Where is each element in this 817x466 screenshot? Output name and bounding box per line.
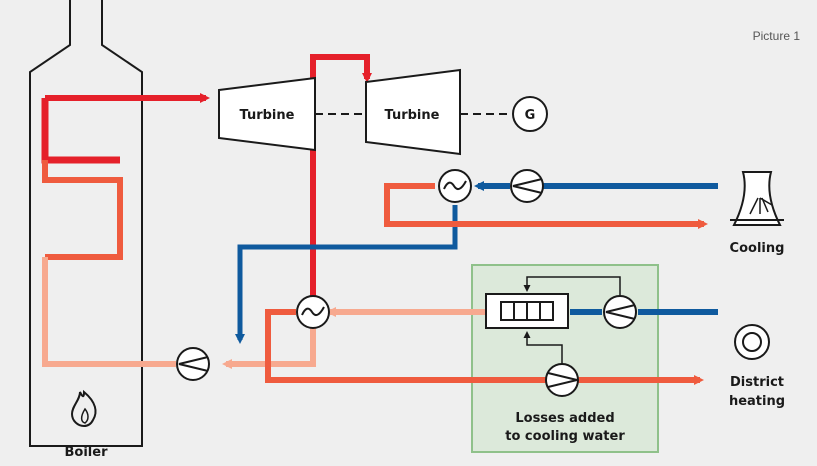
losses-label-1: Losses added xyxy=(515,411,614,426)
picture-caption: Picture 1 xyxy=(753,29,801,43)
turbine-1-label: Turbine xyxy=(240,108,295,123)
turbine-1-shape xyxy=(218,76,316,152)
condenser-hx-wave xyxy=(301,306,325,317)
district-heating-label-1: District xyxy=(730,375,784,390)
generator-icon xyxy=(512,96,548,132)
turbine-2-shape xyxy=(365,68,461,156)
hx-wave xyxy=(443,180,467,191)
flame-icon xyxy=(70,389,97,428)
turbine-2-label: Turbine xyxy=(385,108,440,123)
cooling-warm-line xyxy=(384,183,708,229)
feed-pump-icon xyxy=(176,347,210,381)
generator-label: G xyxy=(525,108,536,123)
cooling-tower-spray xyxy=(749,197,773,215)
district-pump-chevron xyxy=(605,304,636,320)
feed-pump-chevron xyxy=(178,356,209,372)
control-line-bottom xyxy=(523,331,563,364)
supply-pump-icon xyxy=(545,363,579,397)
losses-label-2: to cooling water xyxy=(505,429,625,444)
condensate-line xyxy=(222,312,316,369)
steam-line-boiler xyxy=(41,98,120,164)
cooling-label: Cooling xyxy=(730,241,785,256)
control-line-top xyxy=(523,276,621,296)
boiler-label: Boiler xyxy=(65,445,109,460)
district-heating-label-2: heating xyxy=(729,394,785,409)
boiler-coil-upper xyxy=(42,160,123,260)
district-supply-line xyxy=(265,309,704,385)
boiler-coil-lower xyxy=(42,257,176,367)
flame-inner xyxy=(80,407,89,424)
pump-icon xyxy=(510,169,544,203)
boiler-chimney xyxy=(29,0,143,447)
district-heating-icon-inner xyxy=(742,332,762,352)
supply-pump-chevron xyxy=(547,372,578,388)
steam-crossover xyxy=(310,54,372,113)
pump-chevron xyxy=(512,178,543,194)
